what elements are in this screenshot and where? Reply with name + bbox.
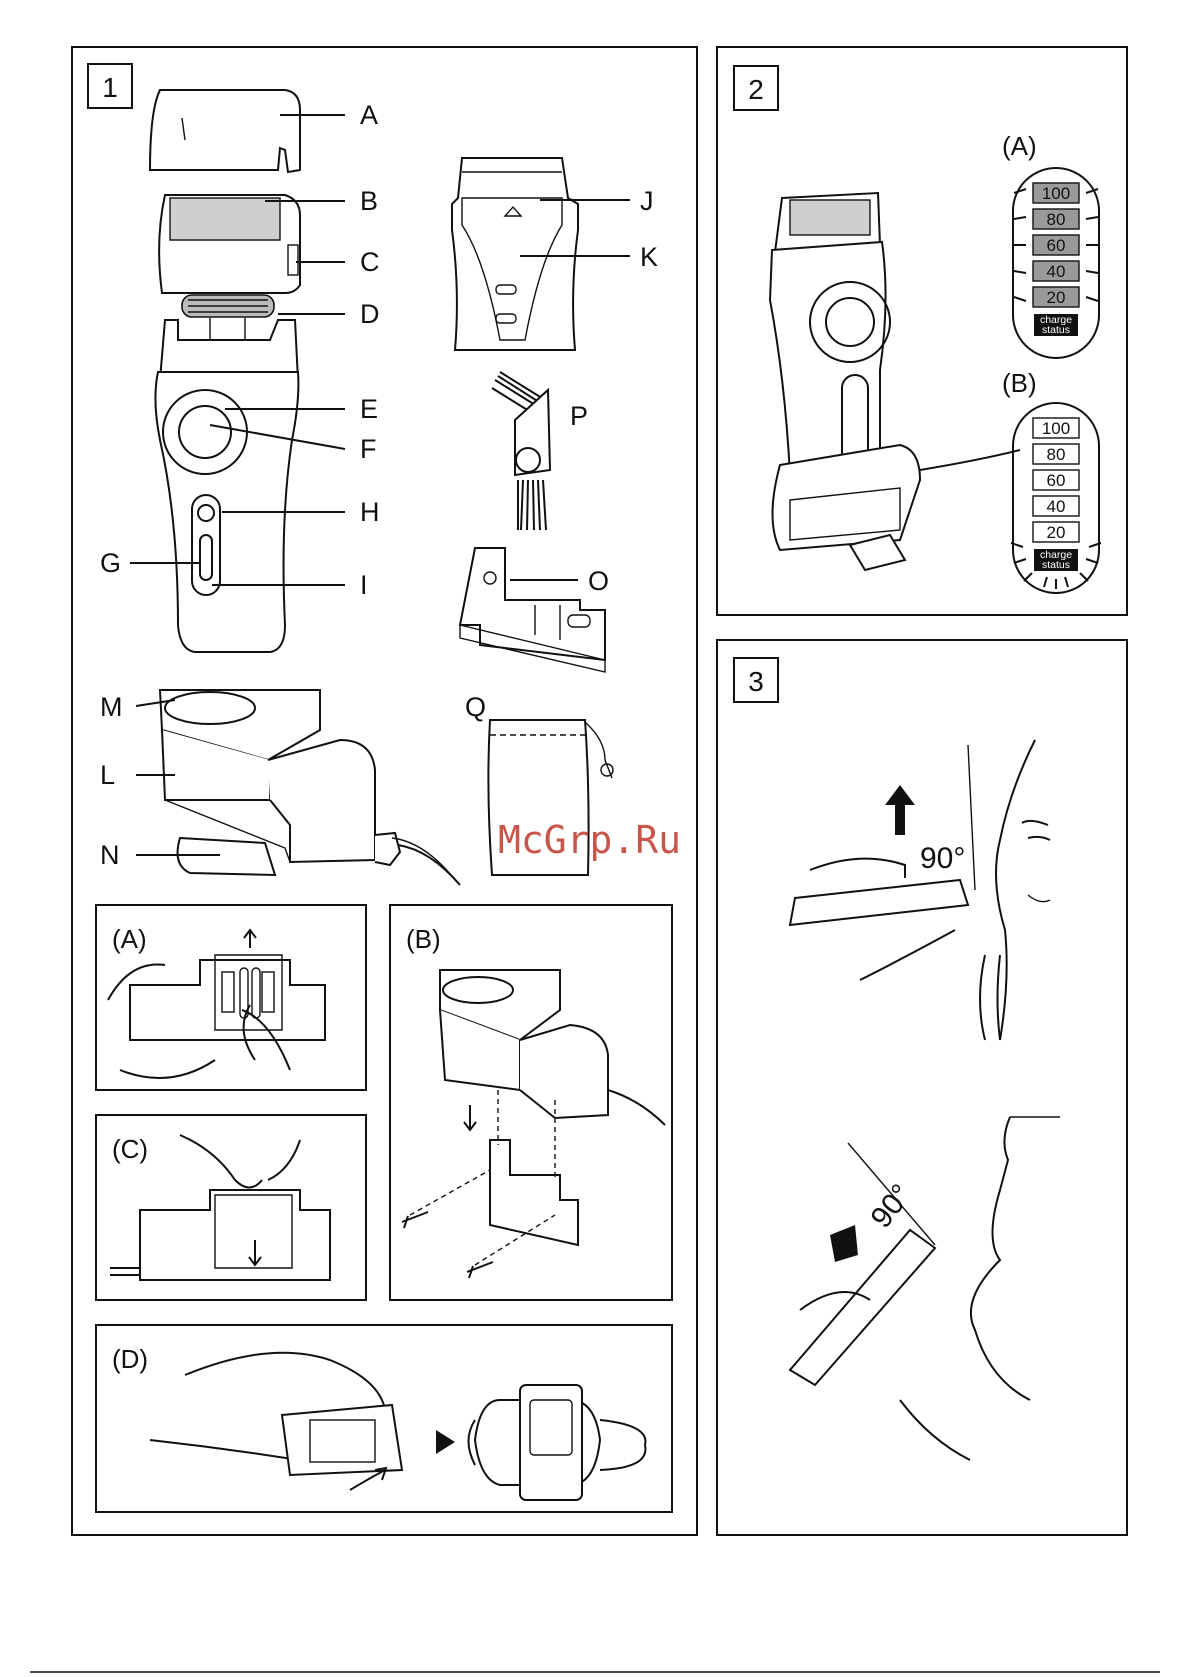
wall-mount-drawing xyxy=(460,548,605,672)
callout-q: Q xyxy=(465,692,486,722)
svg-text:3: 3 xyxy=(748,666,764,697)
charge-status-text: status xyxy=(1042,324,1070,336)
watermark: McGrp.Ru xyxy=(498,818,681,862)
gauge-level-label: 60 xyxy=(1047,236,1066,255)
panel-3-number: 3 xyxy=(734,658,778,702)
subpanel-d-label: (D) xyxy=(112,1344,148,1374)
svg-text:1: 1 xyxy=(102,72,118,103)
callout-b: B xyxy=(360,186,378,216)
gauge-level-label: 100 xyxy=(1042,184,1070,203)
status-blink-mark xyxy=(1014,559,1026,563)
gauge-glow-mark xyxy=(1086,189,1098,193)
callout-h: H xyxy=(360,497,380,527)
gauge-glow-mark xyxy=(1014,271,1026,273)
cleaning-brush-drawing xyxy=(492,372,550,530)
gauge-b-label: (B) xyxy=(1002,368,1037,398)
callout-a: A xyxy=(360,100,378,130)
gauge-level-label: 60 xyxy=(1047,471,1066,490)
callout-d: D xyxy=(360,299,380,329)
panel-3-frame xyxy=(717,640,1127,1535)
callout-p: P xyxy=(570,401,588,431)
panel-1-number: 1 xyxy=(88,64,132,108)
gauge-glow-mark xyxy=(1014,297,1026,301)
gauge-level-label: 40 xyxy=(1047,497,1066,516)
callout-f: F xyxy=(360,434,377,464)
callout-o: O xyxy=(588,566,609,596)
status-blink-mark xyxy=(1086,559,1098,563)
angle-lower-label: 90° xyxy=(865,1178,919,1234)
callout-l: L xyxy=(100,760,115,790)
subpanel-a-label: (A) xyxy=(112,924,147,954)
shaver-main-body-drawing xyxy=(155,320,298,652)
gauge-level-label: 80 xyxy=(1047,445,1066,464)
gauge-glow-mark xyxy=(1086,217,1098,219)
callout-g: G xyxy=(100,548,121,578)
protective-cap-drawing xyxy=(150,90,300,172)
callout-m: M xyxy=(100,692,123,722)
callout-k: K xyxy=(640,242,658,272)
gauge-glow-mark xyxy=(1086,297,1098,301)
shaving-neck-lower-drawing xyxy=(790,1117,1060,1460)
gauge-glow-mark xyxy=(1086,271,1098,273)
callout-j: J xyxy=(640,186,654,216)
charging-shaver-drawing xyxy=(770,193,1020,570)
status-blink-mark xyxy=(1065,577,1068,587)
callout-i: I xyxy=(360,570,368,600)
status-blink-mark xyxy=(1044,577,1047,587)
charge-status-text: status xyxy=(1042,559,1070,571)
gauge-level-label: 100 xyxy=(1042,419,1070,438)
subpanel-b-frame xyxy=(390,905,672,1300)
status-blink-mark xyxy=(1080,573,1088,581)
status-blink-mark xyxy=(1024,573,1032,581)
shaver-back-view-drawing xyxy=(452,158,578,350)
gauge-glow-mark xyxy=(1014,189,1026,193)
subpanel-b-drawing xyxy=(402,970,665,1278)
gauge-level-label: 20 xyxy=(1047,288,1066,307)
angle-upper-label: 90° xyxy=(920,842,965,875)
subpanel-d-drawing xyxy=(150,1353,645,1500)
gauge-a-label: (A) xyxy=(1002,131,1037,161)
panel-2-number: 2 xyxy=(734,66,778,110)
shaver-head-frame-drawing xyxy=(159,195,300,293)
callout-e: E xyxy=(360,394,378,424)
subpanel-c-label: (C) xyxy=(112,1134,148,1164)
callout-n: N xyxy=(100,840,120,870)
gauge-level-label: 80 xyxy=(1047,210,1066,229)
callout-c: C xyxy=(360,247,380,277)
gauge-level-label: 40 xyxy=(1047,262,1066,281)
subpanel-b-label: (B) xyxy=(406,924,441,954)
svg-text:2: 2 xyxy=(748,74,764,105)
charge-gauge-b: 10080604020chargestatus xyxy=(1011,403,1101,593)
shaving-face-upper-drawing xyxy=(790,740,1050,1040)
gauge-level-label: 20 xyxy=(1047,523,1066,542)
inner-blade-drawing xyxy=(182,295,274,340)
gauge-glow-mark xyxy=(1014,217,1026,219)
